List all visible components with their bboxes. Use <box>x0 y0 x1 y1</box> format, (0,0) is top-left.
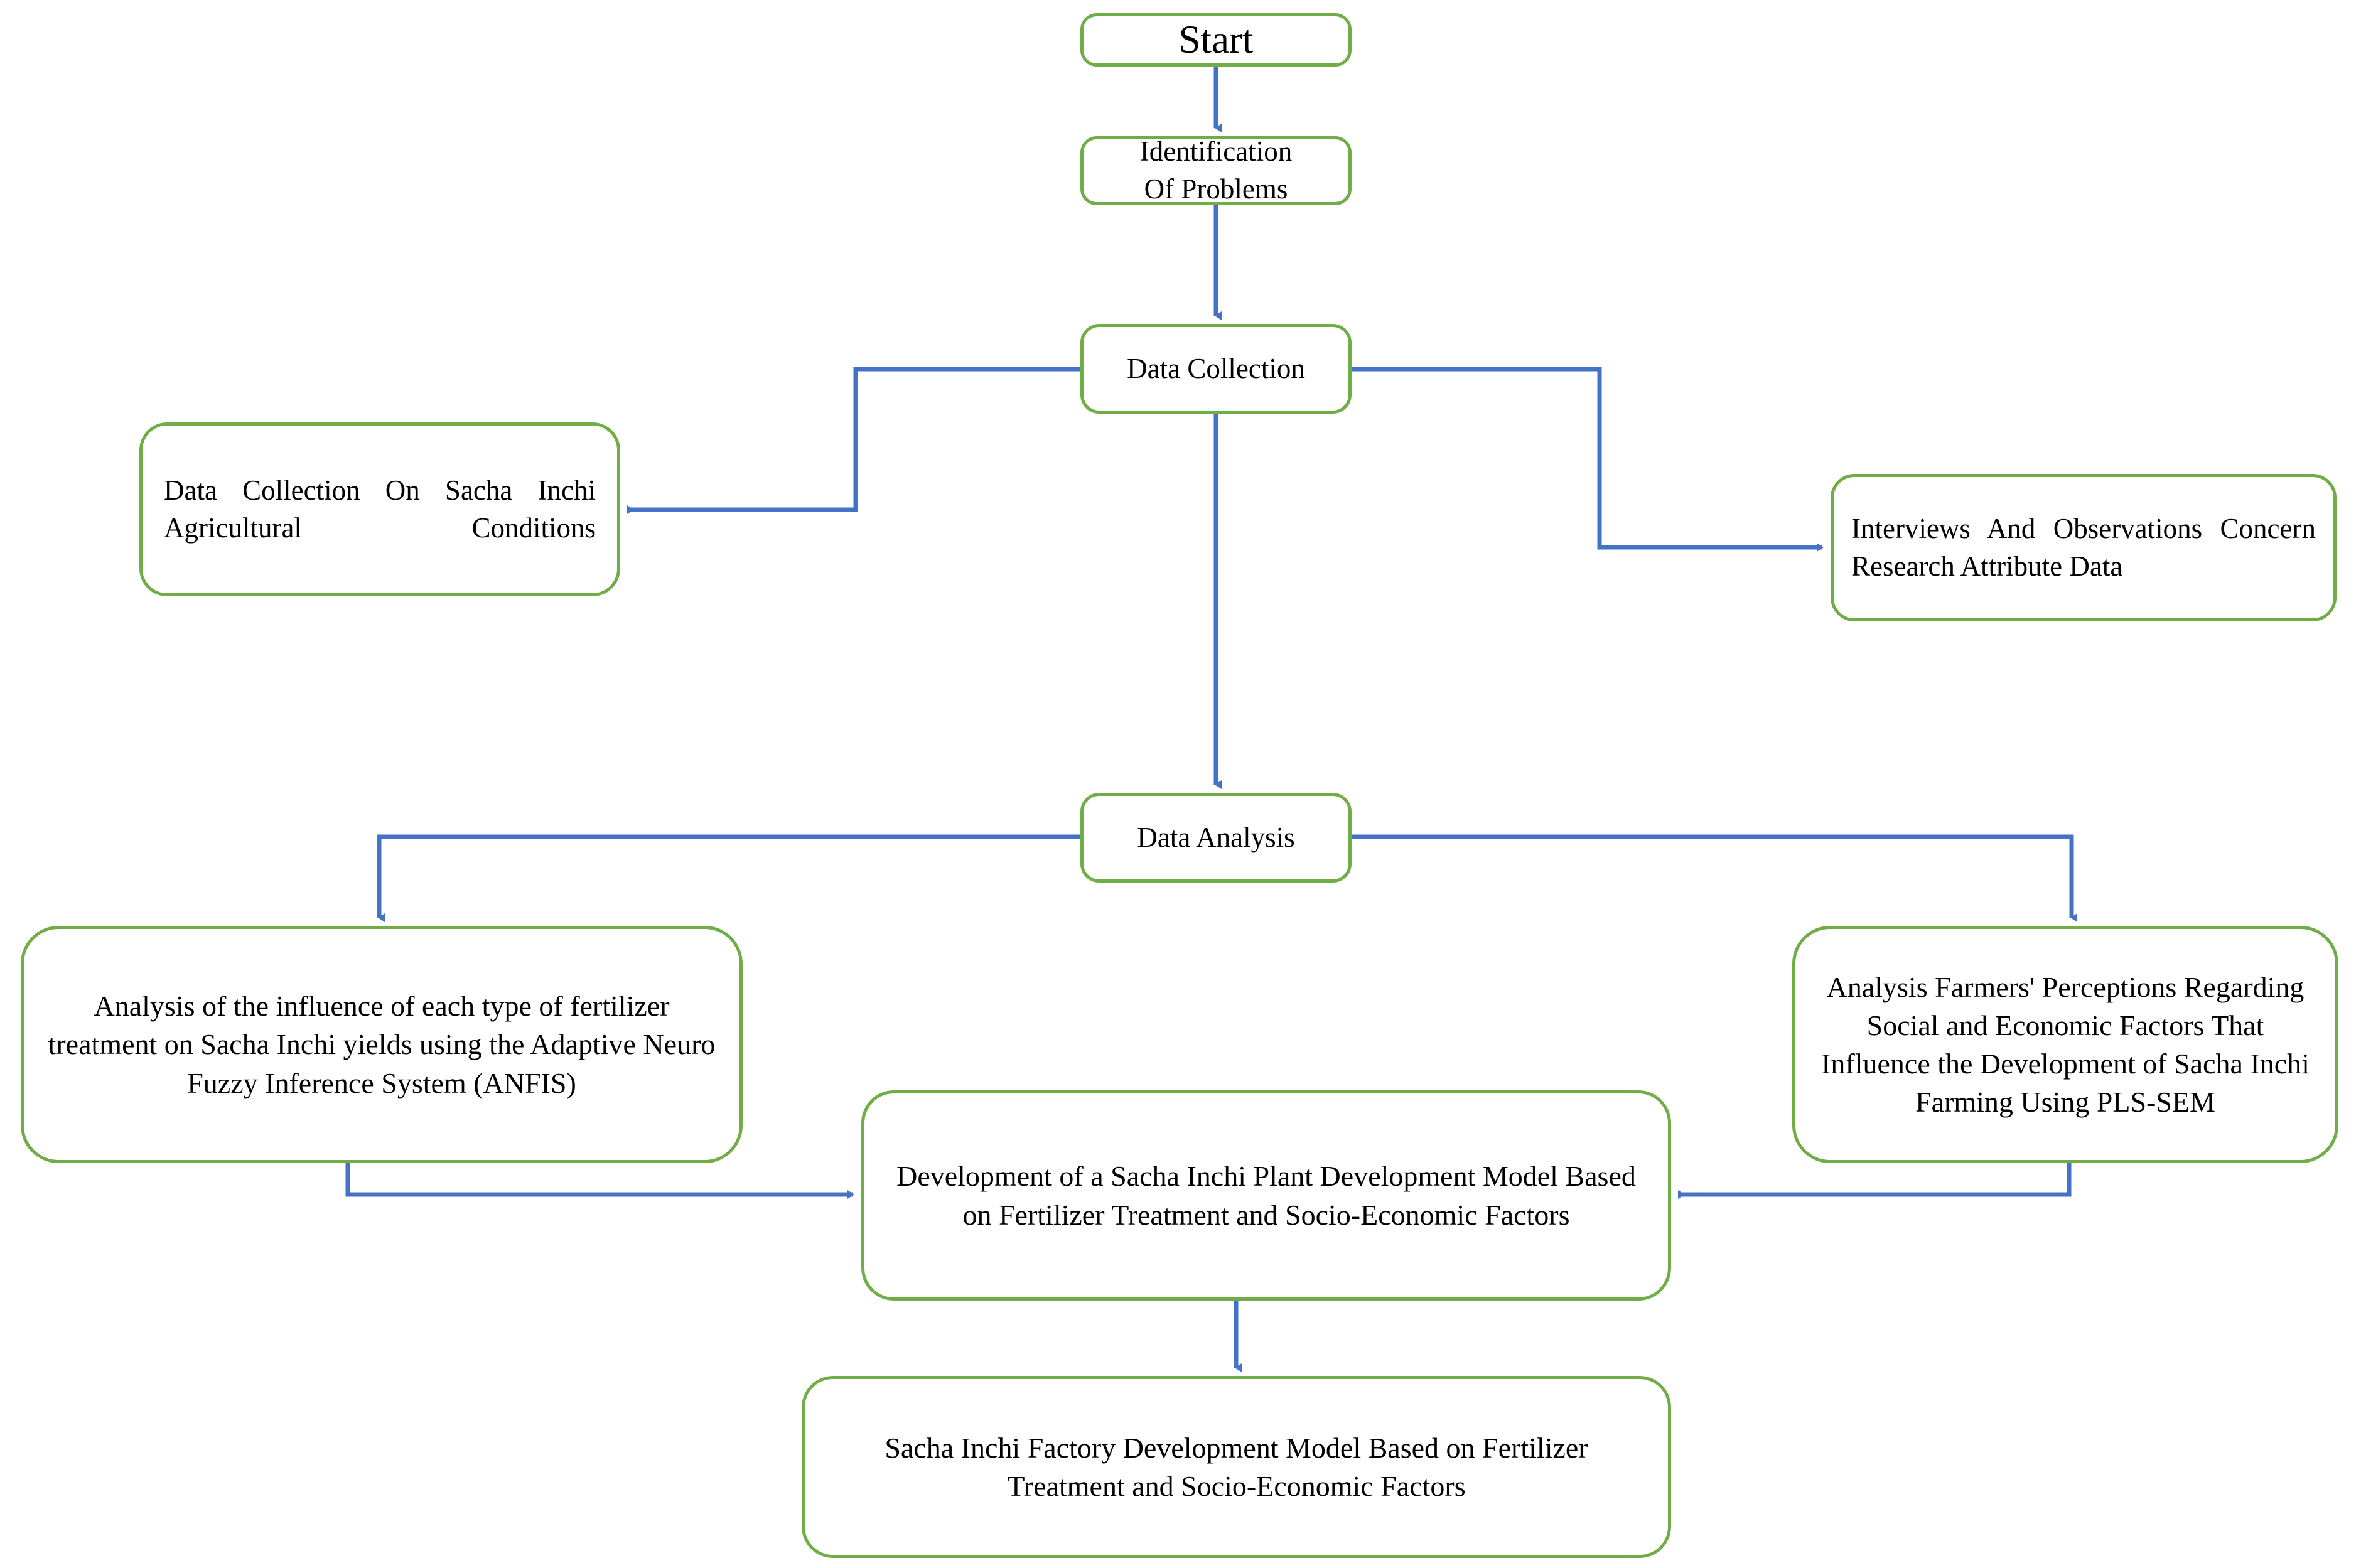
edge-data-collection-to-interviews <box>1352 367 1824 552</box>
node-data-analysis-label: Data Analysis <box>1137 822 1295 853</box>
edge-anfis-to-center-model <box>345 1163 854 1199</box>
node-factory-development-model[interactable]: Sacha Inchi Factory Development Model Ba… <box>802 1376 1671 1558</box>
node-data-collection[interactable]: Data Collection <box>1080 324 1352 414</box>
node-interviews-and-observations[interactable]: Interviews And Observations Concern Rese… <box>1831 474 2337 621</box>
edge-data-collection-to-agri-conditions <box>627 367 1080 514</box>
node-identification-of-problems[interactable]: Identification Of Problems <box>1080 136 1352 205</box>
edge-plssem-to-center-model <box>1678 1163 2072 1199</box>
node-start[interactable]: Start <box>1080 13 1352 67</box>
edge-data-analysis-to-plssem <box>1352 834 2077 922</box>
node-factory-development-model-label: Sacha Inchi Factory Development Model Ba… <box>885 1431 1588 1502</box>
node-data-collection-label: Data Collection <box>1127 353 1305 384</box>
node-anfis-analysis-label: Analysis of the influence of each type o… <box>48 990 716 1099</box>
node-data-collection-agricultural-conditions[interactable]: Data Collection On Sacha Inchi Agricultu… <box>139 422 620 596</box>
node-anfis-analysis[interactable]: Analysis of the influence of each type o… <box>21 926 743 1163</box>
node-interviews-and-observations-label: Interviews And Observations Concern Rese… <box>1851 512 2316 582</box>
edge-data-analysis-to-anfis <box>377 834 1080 922</box>
node-plant-development-model-label: Development of a Sacha Inchi Plant Devel… <box>896 1160 1636 1231</box>
node-plant-development-model[interactable]: Development of a Sacha Inchi Plant Devel… <box>861 1090 1671 1301</box>
node-start-label: Start <box>1178 18 1254 62</box>
node-data-collection-agricultural-conditions-label: Data Collection On Sacha Inchi Agricultu… <box>164 474 596 544</box>
node-plssem-analysis-label: Analysis Farmers' Perceptions Regarding … <box>1821 970 2310 1119</box>
node-data-analysis[interactable]: Data Analysis <box>1080 793 1352 883</box>
node-plssem-analysis[interactable]: Analysis Farmers' Perceptions Regarding … <box>1792 926 2338 1163</box>
node-identification-of-problems-label: Identification Of Problems <box>1139 136 1293 205</box>
